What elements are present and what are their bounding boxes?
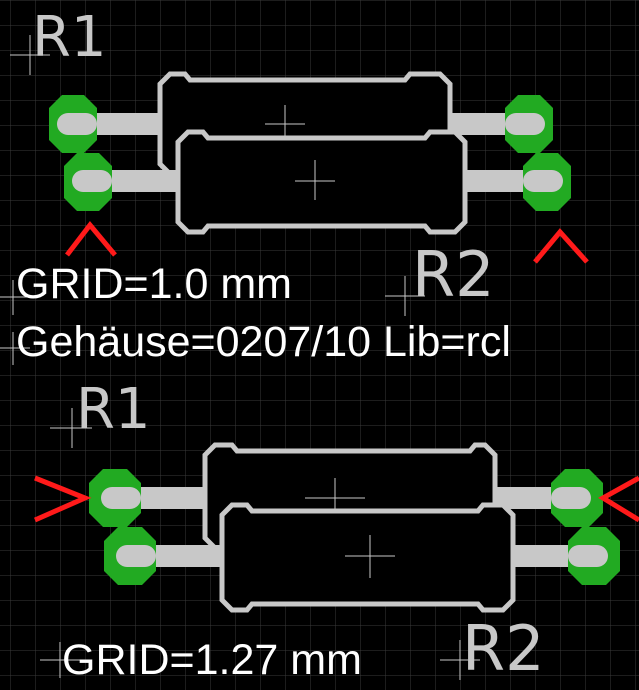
top-r1-label: R1 [32, 5, 107, 70]
bottom-resistor-r2[interactable] [104, 502, 620, 613]
bottom-section: R1 R2 [33, 377, 639, 685]
top-marker-right [533, 228, 589, 264]
bottom-grid-text: GRID=1.27 mm [62, 636, 362, 684]
top-marker-left [65, 220, 117, 257]
top-r2-label: R2 [412, 238, 495, 311]
top-resistor-r2[interactable] [64, 129, 571, 235]
top-grid-text: GRID=1.0 mm [16, 260, 292, 308]
bottom-marker-right [598, 475, 639, 523]
top-section: R1 R2 GRID=1.0 mm Gehäuse=0207/10 Lib=rc… [0, 5, 589, 366]
bottom-marker-left [33, 475, 92, 523]
b-r2-body-outline [219, 502, 516, 613]
top-package-text: Gehäuse=0207/10 Lib=rcl [16, 318, 511, 366]
r2-body-outline [175, 129, 468, 235]
bottom-r1-label: R1 [76, 377, 151, 442]
bottom-r2-label: R2 [462, 612, 545, 685]
